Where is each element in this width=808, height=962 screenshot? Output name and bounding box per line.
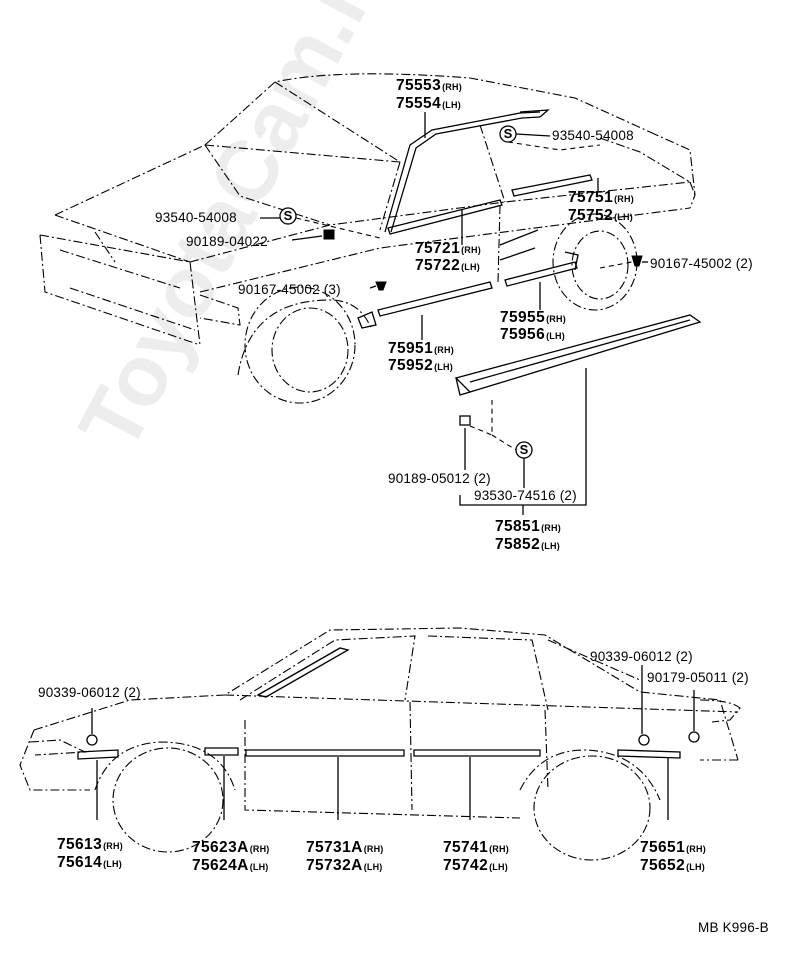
rear-door-molding-shape — [511, 174, 593, 197]
callout-nut-front-side: 90339-06012 (2) — [38, 685, 141, 700]
upper-car-body — [39, 73, 696, 404]
lower-moldings — [77, 647, 681, 760]
front-fender-molding-shape — [77, 749, 119, 760]
roof-molding-shape — [384, 111, 541, 233]
clip-icon-rear-side — [688, 731, 700, 743]
spec-mark-s2: S — [283, 208, 293, 223]
callout-screw-upper-right: 93540-54008 — [552, 128, 634, 143]
callout-side-front-door-lh: 75732A(LH) — [306, 857, 383, 874]
rear-rocker-molding-shape — [504, 261, 578, 287]
screw-mark-upper-left — [279, 207, 297, 225]
callout-side-quarter-rh: 75651(RH) — [640, 839, 706, 856]
front-door-side-molding-shape — [245, 749, 405, 757]
callout-molding-rear-door-rh: 75751(RH) — [568, 189, 634, 206]
callout-side-fender-rear-lh: 75624A(LH) — [192, 857, 269, 874]
spec-mark-s3: S — [519, 442, 529, 457]
lower-car-body — [19, 627, 741, 861]
clip-icon-sill — [459, 415, 471, 426]
callout-side-front-fender-rh: 75613(RH) — [57, 836, 123, 853]
lower-leaders — [91, 665, 695, 820]
front-rocker-molding-shape — [377, 281, 493, 317]
callout-side-front-door-rh: 75731A(RH) — [306, 839, 384, 856]
callout-clip-rear-qty: 90167-45002 (2) — [650, 256, 753, 271]
callout-clip-front-upper: 90189-04022 — [186, 234, 268, 249]
fender-rear-molding-shape — [204, 747, 239, 756]
callout-side-fender-rear-rh: 75623A(RH) — [192, 839, 270, 856]
upper-moldings — [357, 109, 702, 396]
spec-mark-s1: S — [503, 126, 513, 141]
upper-leaders — [260, 112, 648, 515]
callout-molding-roof-rh: 75553(RH) — [396, 77, 462, 94]
callout-molding-rear-door-lh: 75752(LH) — [568, 207, 633, 224]
clip-icon-rear-rocker — [631, 255, 643, 267]
footer-code: MB K996-B — [698, 920, 769, 935]
callout-molding-front-door-rh: 75721(RH) — [415, 240, 481, 257]
callout-sill-rh: 75851(RH) — [495, 518, 561, 535]
callout-screw-upper-left: 93540-54008 — [155, 210, 237, 225]
lower-fasteners — [86, 731, 700, 746]
callout-nut-rear-side: 90339-06012 (2) — [590, 649, 693, 664]
callout-screw-sill-qty: 93530-74516 (2) — [474, 488, 577, 503]
front-door-molding-shape — [387, 199, 503, 235]
callout-rocker-front-lh: 75952(LH) — [388, 357, 453, 374]
clip-icon-front-rocker — [375, 281, 387, 291]
callout-molding-roof-lh: 75554(LH) — [396, 95, 461, 112]
callout-side-rear-door-rh: 75741(RH) — [443, 839, 509, 856]
callout-rocker-front-rh: 75951(RH) — [388, 340, 454, 357]
callout-rocker-rear-rh: 75955(RH) — [500, 309, 566, 326]
callout-side-quarter-lh: 75652(LH) — [640, 857, 705, 874]
quarter-molding-shape — [617, 749, 681, 759]
rear-door-side-molding-shape — [413, 749, 541, 757]
callout-clip-rear-side: 90179-05011 (2) — [647, 670, 749, 685]
callout-clip-front-qty: 90167-45002 (3) — [238, 282, 341, 297]
nut-icon-front-side — [86, 734, 98, 746]
callout-side-front-fender-lh: 75614(LH) — [57, 854, 122, 871]
nut-icon-rear-side — [638, 734, 650, 746]
callout-rocker-rear-lh: 75956(LH) — [500, 326, 565, 343]
clip-icon-front-upper — [323, 229, 335, 240]
callout-molding-front-door-lh: 75722(LH) — [415, 257, 480, 274]
callout-clip-sill-qty: 90189-05012 (2) — [388, 471, 491, 486]
sill-molding-shape — [454, 314, 702, 393]
callout-side-rear-door-lh: 75742(LH) — [443, 857, 508, 874]
callout-sill-lh: 75852(LH) — [495, 536, 560, 553]
